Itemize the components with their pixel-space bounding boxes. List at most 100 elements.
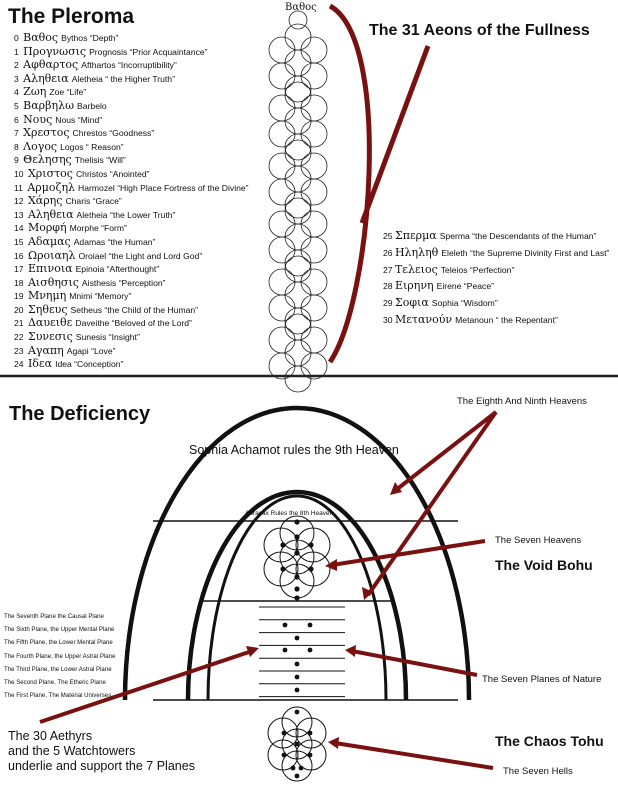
seven-heavens-tree: [263, 515, 331, 601]
aeon-circle: [300, 210, 328, 238]
sephirah-dot: [294, 661, 300, 667]
aeon-circle: [284, 307, 312, 335]
hell-circle: [281, 750, 313, 782]
arrow-aethyrs: [39, 649, 253, 724]
aeon-greek-name: Νους: [23, 112, 53, 126]
aeon-number: 6: [14, 114, 19, 125]
arrowhead-2: [362, 587, 373, 600]
aeon-greek-name: Βαρβηλω: [23, 98, 75, 112]
aeon-greek-name: Χάρης: [27, 194, 63, 208]
aeon-circle: [284, 133, 312, 161]
plane-label: The First Plane, The Material Universes: [4, 692, 112, 700]
aeon-greek-name: Δαυειθε: [27, 316, 73, 330]
aeon-greek-name: Μετανούν: [394, 312, 453, 326]
aeon-circle: [284, 191, 312, 219]
aeon-circle: [284, 107, 312, 135]
aeon-translation: Metanoun “ the Repentant”: [455, 314, 558, 325]
aeon-number: 17: [14, 264, 24, 275]
aeon-greek-name: Λογος: [23, 139, 58, 153]
aeon-translation: Eirene “Peace”: [436, 281, 494, 292]
planes-of-nature-label: The Seven Planes of Nature: [482, 674, 602, 685]
plane-label: The Second Plane, The Etheric Plane: [4, 679, 106, 686]
aeon-greek-name: Σηθευς: [27, 302, 68, 316]
void-label: The Void Bohu: [495, 557, 593, 573]
aeon-number: 16: [14, 250, 24, 261]
aethyrs-line-3: underlie and support the 7 Planes: [8, 759, 195, 773]
aeon-circle: [284, 81, 312, 109]
aethyrs-line-1: The 30 Aethyrs: [8, 729, 93, 743]
aeon-circle: [268, 62, 296, 90]
aeon-number: 26: [383, 247, 393, 258]
arrowhead-4: [345, 645, 356, 657]
aeon-number: 10: [14, 168, 24, 179]
sephirah-dot: [294, 741, 300, 747]
aeon-circle: [268, 210, 296, 238]
aeon-translation: Chrestos “Goodness”: [72, 128, 155, 139]
aeon-translation: Harmozel “High Place Fortress of the Div…: [78, 182, 249, 193]
aeon-greek-name: Τελειος: [394, 262, 438, 276]
aeon-greek-name: Αληθεια: [23, 71, 69, 85]
aeon-circle: [284, 197, 312, 225]
aeon-circle: [268, 94, 296, 122]
aeon-circle: [300, 94, 328, 122]
sephirah-dot: [298, 765, 304, 771]
aeon-circle: [268, 178, 296, 206]
aeon-number: 15: [14, 236, 24, 247]
aeon-greek-name: Σοφια: [394, 296, 429, 310]
aeon-circle: [284, 49, 312, 77]
abrasax-label: Abrasax Rules the 8th Heaven: [245, 510, 334, 517]
sephirah-dot: [294, 519, 300, 525]
aeon-circle: [300, 62, 328, 90]
arrowhead-6: [328, 737, 339, 749]
aeon-number: 22: [14, 332, 24, 343]
aeon-translation: Oroiael “the Light and Lord God”: [78, 250, 203, 261]
sephirah-dot: [294, 709, 300, 715]
aeon-number: 21: [14, 318, 24, 329]
aeon-greek-name: Ηληληθ: [394, 245, 439, 259]
aeon-circle: [284, 75, 312, 103]
aeon-circle: [288, 10, 308, 30]
pleroma-brace: [327, 3, 372, 364]
sephirah-dot: [307, 647, 313, 653]
aeon-circle: [268, 120, 296, 148]
pleroma-subtitle: The 31 Aeons of the Fullness: [369, 22, 590, 39]
aeon-translation: Logos “ Reason”: [60, 141, 124, 152]
aeon-circle: [300, 326, 328, 354]
aeon-greek-name: Προγνωσις: [23, 44, 87, 58]
aethyrs-line-2: and the 5 Watchtowers: [8, 744, 136, 758]
aeon-greek-name: Αφθαρτος: [23, 58, 79, 72]
aeon-translation: Setheus “the Child of the Human”: [70, 304, 199, 315]
aeon-circle: [284, 281, 312, 309]
sephirah-dot: [294, 574, 300, 580]
sephirah-dot: [294, 586, 300, 592]
pleroma-title: The Pleroma: [8, 5, 135, 28]
aeon-number: 13: [14, 209, 24, 220]
aeon-number: 19: [14, 291, 24, 302]
aeon-circle: [268, 326, 296, 354]
aeon-greek-name: Μορφή: [27, 221, 67, 235]
aeon-translation: Aisthesis “Perception”: [81, 277, 166, 288]
aeon-greek-name: Αληθεια: [27, 207, 74, 221]
aeon-translation: Daveithe “Beloved of the Lord”: [75, 318, 192, 329]
aeon-greek-name: Ιδεα: [27, 357, 53, 371]
aeon-number: 30: [383, 314, 393, 325]
aeon-translation: Sperma “the Descendants of the Human”: [439, 231, 597, 241]
aeon-translation: Afthartos “Incorruptibility”: [81, 60, 177, 71]
